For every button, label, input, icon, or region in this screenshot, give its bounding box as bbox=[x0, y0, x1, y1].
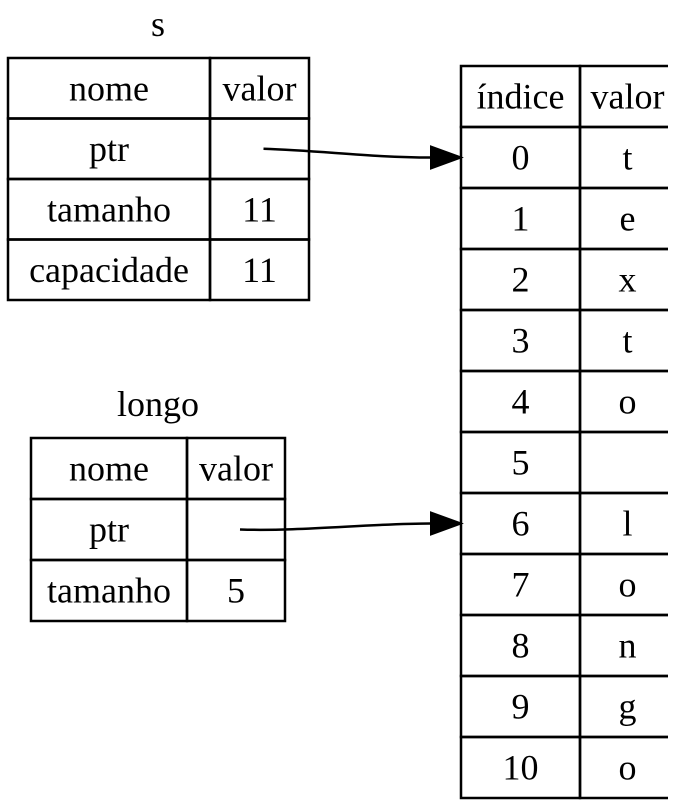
cell-name-text: 1 bbox=[512, 199, 530, 239]
heap-table-header-row: índice valor bbox=[459, 64, 668, 129]
cell-name-text: 9 bbox=[512, 687, 530, 727]
s-table-title: s bbox=[151, 4, 165, 44]
pointer-arrows bbox=[239, 145, 464, 536]
longo-table-row: ptr bbox=[29, 497, 287, 562]
cell-name-text: 0 bbox=[512, 138, 530, 178]
cell-name-text: nome bbox=[69, 68, 149, 108]
cell-name-text: ptr bbox=[89, 129, 129, 169]
cell-value-text: g bbox=[619, 687, 637, 727]
s-ptr-arrow-line bbox=[263, 147, 432, 159]
table-cell-border bbox=[578, 735, 668, 800]
table-cell-border bbox=[185, 558, 287, 623]
table-cell-border bbox=[208, 238, 311, 302]
cell-name-text: 10 bbox=[503, 748, 539, 788]
cell-value-text: t bbox=[622, 321, 632, 361]
longo-table-row: tamanho 5 bbox=[29, 558, 287, 623]
cell-name-text: 7 bbox=[512, 565, 530, 605]
cell-name-text: índice bbox=[477, 77, 565, 117]
cell-name-text: 4 bbox=[512, 382, 530, 422]
cell-name-text: 2 bbox=[512, 260, 530, 300]
cell-value-text: o bbox=[619, 748, 637, 788]
heap-table-row: 5 bbox=[459, 430, 668, 495]
cell-value-text: o bbox=[619, 565, 637, 605]
cell-value-text: 5 bbox=[227, 571, 245, 611]
cell-value-text: n bbox=[619, 626, 637, 666]
cell-value-text: valor bbox=[199, 449, 273, 489]
cell-name-text: ptr bbox=[89, 510, 129, 550]
table-cell-border bbox=[578, 430, 668, 495]
cell-name-text: 5 bbox=[512, 443, 530, 483]
s-table-row: tamanho 11 bbox=[6, 177, 311, 241]
s-ptr-arrow-head bbox=[430, 145, 464, 170]
cell-name-text: tamanho bbox=[47, 189, 171, 229]
cell-value-text: valor bbox=[591, 77, 665, 117]
cell-value-text: 11 bbox=[242, 189, 277, 229]
cell-value-text: valor bbox=[223, 68, 297, 108]
cell-value-text: l bbox=[622, 504, 632, 544]
cell-name-text: 8 bbox=[512, 626, 530, 666]
cell-name-text: tamanho bbox=[47, 571, 171, 611]
table-cell-border bbox=[208, 117, 311, 181]
longo-ptr-arrow-head bbox=[430, 511, 464, 536]
cell-value-text: e bbox=[620, 199, 636, 239]
s-table: nome valor ptr tamanho 11 capacidade 11 bbox=[6, 56, 311, 302]
cell-value-text: 11 bbox=[242, 250, 277, 290]
s-table-row: capacidade 11 bbox=[6, 238, 311, 302]
s-table-header-row: nome valor bbox=[6, 56, 311, 120]
longo-table-title: longo bbox=[117, 384, 199, 424]
heap-table-row: 10 o bbox=[459, 735, 668, 800]
longo-table: nome valor ptr tamanho 5 bbox=[29, 436, 287, 623]
cell-name-text: nome bbox=[69, 449, 149, 489]
cell-value-text: o bbox=[619, 382, 637, 422]
cell-value-text: t bbox=[622, 138, 632, 178]
cell-value-text: x bbox=[619, 260, 637, 300]
cell-name-text: 3 bbox=[512, 321, 530, 361]
cell-name-text: capacidade bbox=[29, 250, 189, 290]
cell-name-text: 6 bbox=[512, 504, 530, 544]
longo-table-header-row: nome valor bbox=[29, 436, 287, 501]
longo-ptr-arrow-line bbox=[239, 522, 432, 532]
